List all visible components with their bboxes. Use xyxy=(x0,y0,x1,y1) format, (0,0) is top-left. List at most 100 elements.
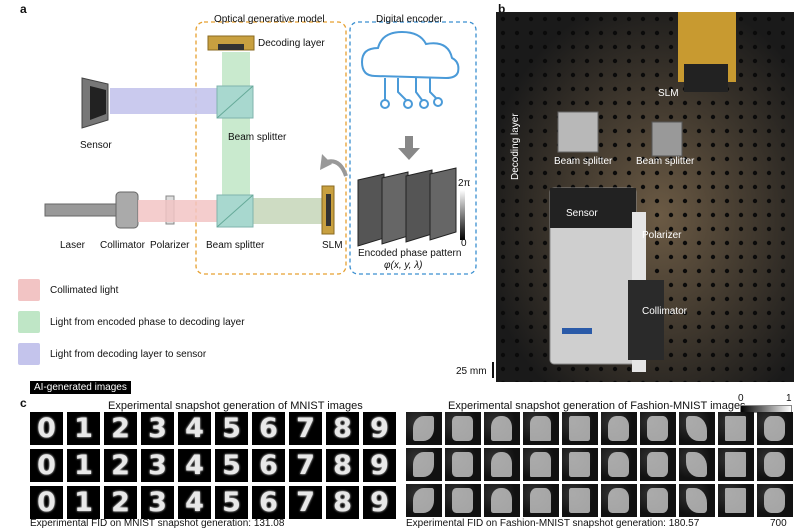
fashion-cell xyxy=(523,412,559,445)
fashion-cell xyxy=(640,484,676,517)
fashion-silhouette xyxy=(686,452,707,477)
legend-swatch xyxy=(18,343,40,365)
laser-label: Laser xyxy=(60,240,86,251)
fashion-silhouette xyxy=(608,452,629,477)
mnist-cell: 2 xyxy=(104,449,137,482)
mnist-cell: 6 xyxy=(252,486,285,519)
fashion-silhouette xyxy=(764,416,785,441)
photo-beam-splitter-right-label: Beam splitter xyxy=(636,156,695,167)
phase-formula: φ(x, y, λ) xyxy=(384,260,423,271)
mnist-title: Experimental snapshot generation of MNIS… xyxy=(108,400,363,412)
photo-decoding-layer-label: Decoding layer xyxy=(510,113,521,180)
fashion-silhouette xyxy=(491,488,512,513)
mnist-digit: 8 xyxy=(333,487,352,518)
fashion-cell xyxy=(445,448,481,481)
fashion-cell xyxy=(601,484,637,517)
mnist-cell: 1 xyxy=(67,449,100,482)
mnist-digit: 9 xyxy=(370,450,389,481)
mnist-cell: 6 xyxy=(252,449,285,482)
mnist-digit: 0 xyxy=(37,487,56,518)
fashion-cell xyxy=(523,448,559,481)
mnist-digit: 5 xyxy=(222,413,241,444)
mnist-cell: 3 xyxy=(141,449,174,482)
fashion-silhouette xyxy=(413,488,434,513)
fashion-silhouette xyxy=(530,416,551,441)
mnist-digit: 2 xyxy=(111,450,130,481)
fashion-scale-label: 700 xyxy=(770,518,787,529)
mnist-digit: 9 xyxy=(370,487,389,518)
mnist-cell: 3 xyxy=(141,412,174,445)
fashion-cell xyxy=(601,448,637,481)
collimator-shape xyxy=(115,191,139,229)
fashion-silhouette xyxy=(413,452,434,477)
mnist-digit: 1 xyxy=(74,450,93,481)
fashion-silhouette xyxy=(608,488,629,513)
polarizer-label: Polarizer xyxy=(150,240,190,251)
mnist-digit: 9 xyxy=(370,413,389,444)
legend-swatch xyxy=(18,311,40,333)
mnist-cell: 5 xyxy=(215,449,248,482)
digital-encoder-title: Digital encoder xyxy=(376,14,443,25)
fashion-silhouette xyxy=(530,452,551,477)
fashion-silhouette xyxy=(413,416,434,441)
mnist-cell: 9 xyxy=(363,412,396,445)
fashion-cell xyxy=(640,412,676,445)
colorbar-min-label: 0 xyxy=(738,393,744,404)
photo-polarizer-label: Polarizer xyxy=(642,230,682,241)
fashion-cell xyxy=(445,484,481,517)
cloud-icon xyxy=(360,30,460,80)
sensor-label: Sensor xyxy=(80,140,112,151)
mnist-digit: 2 xyxy=(111,487,130,518)
phase-max-label: 2π xyxy=(458,178,471,189)
fashion-silhouette xyxy=(725,416,746,441)
fashion-cell xyxy=(757,484,793,517)
mnist-digit: 4 xyxy=(185,487,204,518)
mnist-cell: 5 xyxy=(215,486,248,519)
fashion-silhouette xyxy=(647,452,668,477)
mnist-digit: 8 xyxy=(333,450,352,481)
fashion-silhouette xyxy=(608,416,629,441)
fashion-cell xyxy=(679,448,715,481)
fashion-silhouette xyxy=(647,488,668,513)
mnist-digit: 5 xyxy=(222,487,241,518)
mnist-digit: 0 xyxy=(37,413,56,444)
legend-swatch xyxy=(18,279,40,301)
mnist-cell: 0 xyxy=(30,449,63,482)
fashion-cell xyxy=(484,412,520,445)
fashion-silhouette xyxy=(491,416,512,441)
fashion-cell xyxy=(562,484,598,517)
mnist-cell: 4 xyxy=(178,412,211,445)
legend-label: Light from decoding layer to sensor xyxy=(50,348,207,360)
digital-encoder-box xyxy=(349,21,477,275)
mnist-cell: 9 xyxy=(363,486,396,519)
fashion-cell xyxy=(445,412,481,445)
mnist-fid: Experimental FID on MNIST snapshot gener… xyxy=(30,518,285,529)
legend-collimated: Collimated light xyxy=(18,278,118,302)
mnist-cell: 4 xyxy=(178,449,211,482)
fashion-silhouette xyxy=(686,488,707,513)
mnist-digit: 5 xyxy=(222,450,241,481)
collimator-label: Collimator xyxy=(100,240,146,251)
mnist-digit: 0 xyxy=(37,450,56,481)
panel-letter-c: c xyxy=(20,396,27,410)
fashion-silhouette xyxy=(452,416,473,441)
fashion-title: Experimental snapshot generation of Fash… xyxy=(448,400,746,412)
fashion-cell xyxy=(718,412,754,445)
collimated-beam xyxy=(138,200,220,222)
fashion-silhouette xyxy=(569,452,590,477)
fashion-cell xyxy=(718,448,754,481)
fashion-cell xyxy=(679,412,715,445)
fashion-cell xyxy=(601,412,637,445)
fashion-cell xyxy=(406,484,442,517)
ai-generated-badge: AI-generated images xyxy=(30,381,131,394)
mnist-cell: 7 xyxy=(289,486,322,519)
fashion-cell xyxy=(562,412,598,445)
fashion-cell xyxy=(757,448,793,481)
green-beam-slm xyxy=(250,198,322,224)
encoded-phase-label: Encoded phase pattern xyxy=(358,248,462,259)
optical-model-title: Optical generative model xyxy=(214,14,325,25)
mnist-digit: 4 xyxy=(185,413,204,444)
mnist-cell: 0 xyxy=(30,486,63,519)
mnist-cell: 2 xyxy=(104,486,137,519)
fashion-silhouette xyxy=(569,488,590,513)
